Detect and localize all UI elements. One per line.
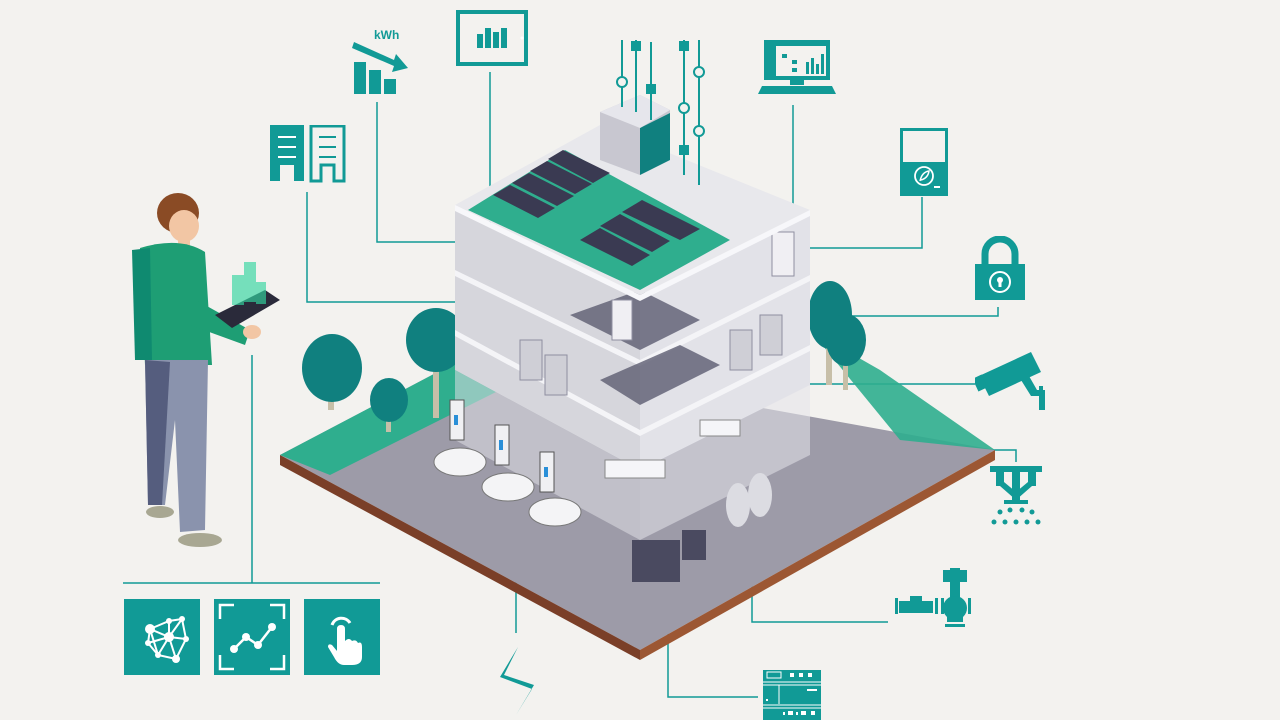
building-portfolio-icon	[270, 125, 346, 183]
ai-network-icon	[145, 616, 189, 663]
fire-sprinkler-icon	[990, 466, 1042, 525]
dashboard-tablet-icon	[456, 10, 528, 66]
touch-control-tile[interactable]	[304, 599, 380, 675]
analytics-trend-tile[interactable]	[214, 599, 290, 675]
energy-reduction-icon	[352, 42, 408, 94]
ai-network-tile[interactable]	[124, 599, 200, 675]
building	[433, 95, 810, 582]
touch-hand-icon	[328, 616, 362, 665]
cctv-camera-icon	[975, 352, 1045, 410]
room-thermostat-icon	[900, 128, 948, 196]
din-controller-icon	[763, 670, 821, 720]
access-lock-icon	[975, 236, 1025, 300]
monitor-laptop-icon	[758, 40, 836, 94]
power-lightning-icon	[500, 647, 534, 715]
analytics-trend-icon	[218, 603, 286, 671]
facility-manager-person	[132, 193, 280, 547]
trees	[302, 281, 866, 432]
kwh-label: kWh	[374, 28, 400, 42]
valve-actuator-icon	[895, 568, 971, 627]
